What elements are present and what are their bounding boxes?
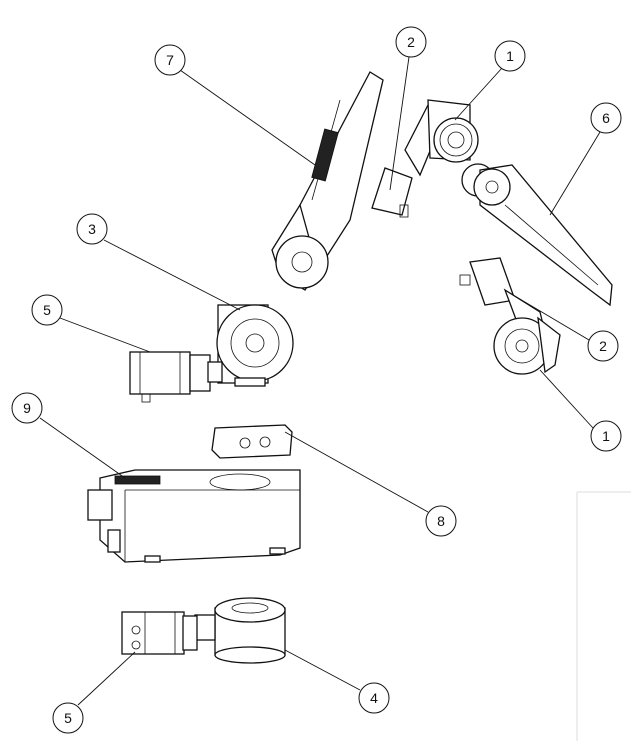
heat-sink-fins bbox=[311, 128, 339, 182]
part-9-base-box bbox=[87, 469, 301, 563]
callout-1-top: 1 bbox=[494, 40, 526, 72]
part-3-joint bbox=[216, 304, 294, 387]
callout-number: 5 bbox=[43, 302, 51, 318]
callout-8: 8 bbox=[425, 505, 457, 537]
callout-number: 4 bbox=[370, 690, 378, 706]
callout-number: 1 bbox=[506, 48, 514, 64]
callout-number: 7 bbox=[166, 52, 174, 68]
callout-number: 1 bbox=[602, 428, 610, 444]
callout-number: 2 bbox=[599, 338, 607, 354]
callout-2-right: 2 bbox=[587, 330, 619, 362]
part-1-joint-right bbox=[493, 316, 561, 375]
part-7-arm bbox=[271, 71, 384, 291]
callout-number: 9 bbox=[23, 400, 31, 416]
callout-5-upper: 5 bbox=[31, 294, 63, 326]
part-1-joint-top bbox=[427, 99, 479, 163]
callout-number: 8 bbox=[437, 513, 445, 529]
callout-number: 5 bbox=[64, 710, 72, 726]
callout-1-right: 1 bbox=[590, 420, 622, 452]
callout-number: 6 bbox=[602, 110, 610, 126]
part-8-bracket bbox=[211, 424, 293, 459]
callout-number: 2 bbox=[407, 34, 415, 50]
part-5-motor-upper bbox=[129, 351, 223, 403]
callout-2-top: 2 bbox=[395, 26, 427, 58]
part-5-motor-lower bbox=[121, 611, 198, 655]
callout-3: 3 bbox=[76, 213, 108, 245]
callout-9: 9 bbox=[11, 392, 43, 424]
part-4-turntable bbox=[194, 597, 286, 664]
callout-number: 3 bbox=[88, 221, 96, 237]
callout-7: 7 bbox=[154, 44, 186, 76]
callout-4: 4 bbox=[358, 682, 390, 714]
callout-6: 6 bbox=[590, 102, 622, 134]
callout-5-lower: 5 bbox=[52, 702, 84, 734]
part-6-arm bbox=[461, 163, 613, 307]
leader-lines bbox=[39, 56, 601, 706]
